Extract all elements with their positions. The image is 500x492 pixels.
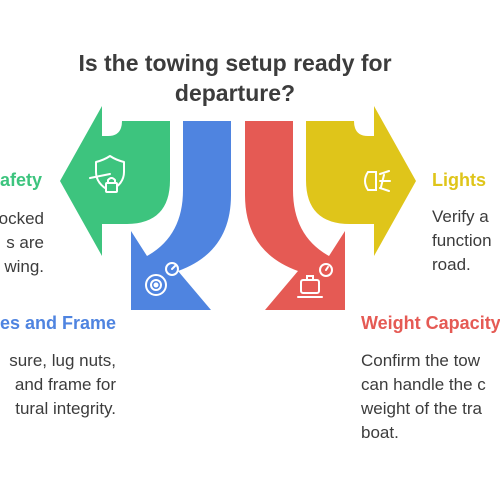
luggage-scale-icon	[297, 263, 333, 298]
title-line-1: Is the towing setup ready for	[78, 50, 392, 76]
weight-description: Confirm the tow can handle the c weight …	[361, 349, 486, 445]
weight-line-2: can handle the c	[361, 375, 486, 394]
tires-label: es and Frame	[0, 313, 117, 333]
safety-description: ocked s are wing.	[0, 207, 44, 279]
headlight-icon	[364, 170, 391, 192]
lights-label: Lights	[432, 170, 486, 190]
lights-description: Verify a function road.	[432, 205, 492, 277]
lights-arrow	[306, 106, 416, 256]
diagram-title: Is the towing setup ready for departure?	[0, 48, 470, 108]
wheel-gauge-icon	[145, 262, 179, 296]
safety-line-1: ocked	[0, 209, 44, 228]
weight-line-3: weight of the tra	[361, 399, 482, 418]
tires-line-2: and frame for	[14, 375, 116, 394]
shield-lock-icon	[89, 155, 125, 193]
weight-line-1: Confirm the tow	[361, 351, 481, 370]
tires-description: sure, lug nuts, and frame for tural inte…	[9, 349, 116, 421]
weight-arrow	[245, 121, 345, 310]
safety-label: afety	[0, 170, 43, 190]
lights-line-1: Verify a	[432, 207, 489, 226]
lights-line-3: road.	[432, 255, 471, 274]
tires-arrow	[131, 121, 231, 310]
tires-line-3: tural integrity.	[15, 399, 116, 418]
weight-label: Weight Capacity	[361, 313, 500, 333]
title-line-2: departure?	[174, 80, 296, 106]
tires-line-1: sure, lug nuts,	[9, 351, 116, 370]
safety-line-3: wing.	[4, 257, 44, 276]
lights-line-2: function	[432, 231, 492, 250]
safety-line-2: s are	[6, 233, 44, 252]
weight-line-4: boat.	[361, 423, 399, 442]
